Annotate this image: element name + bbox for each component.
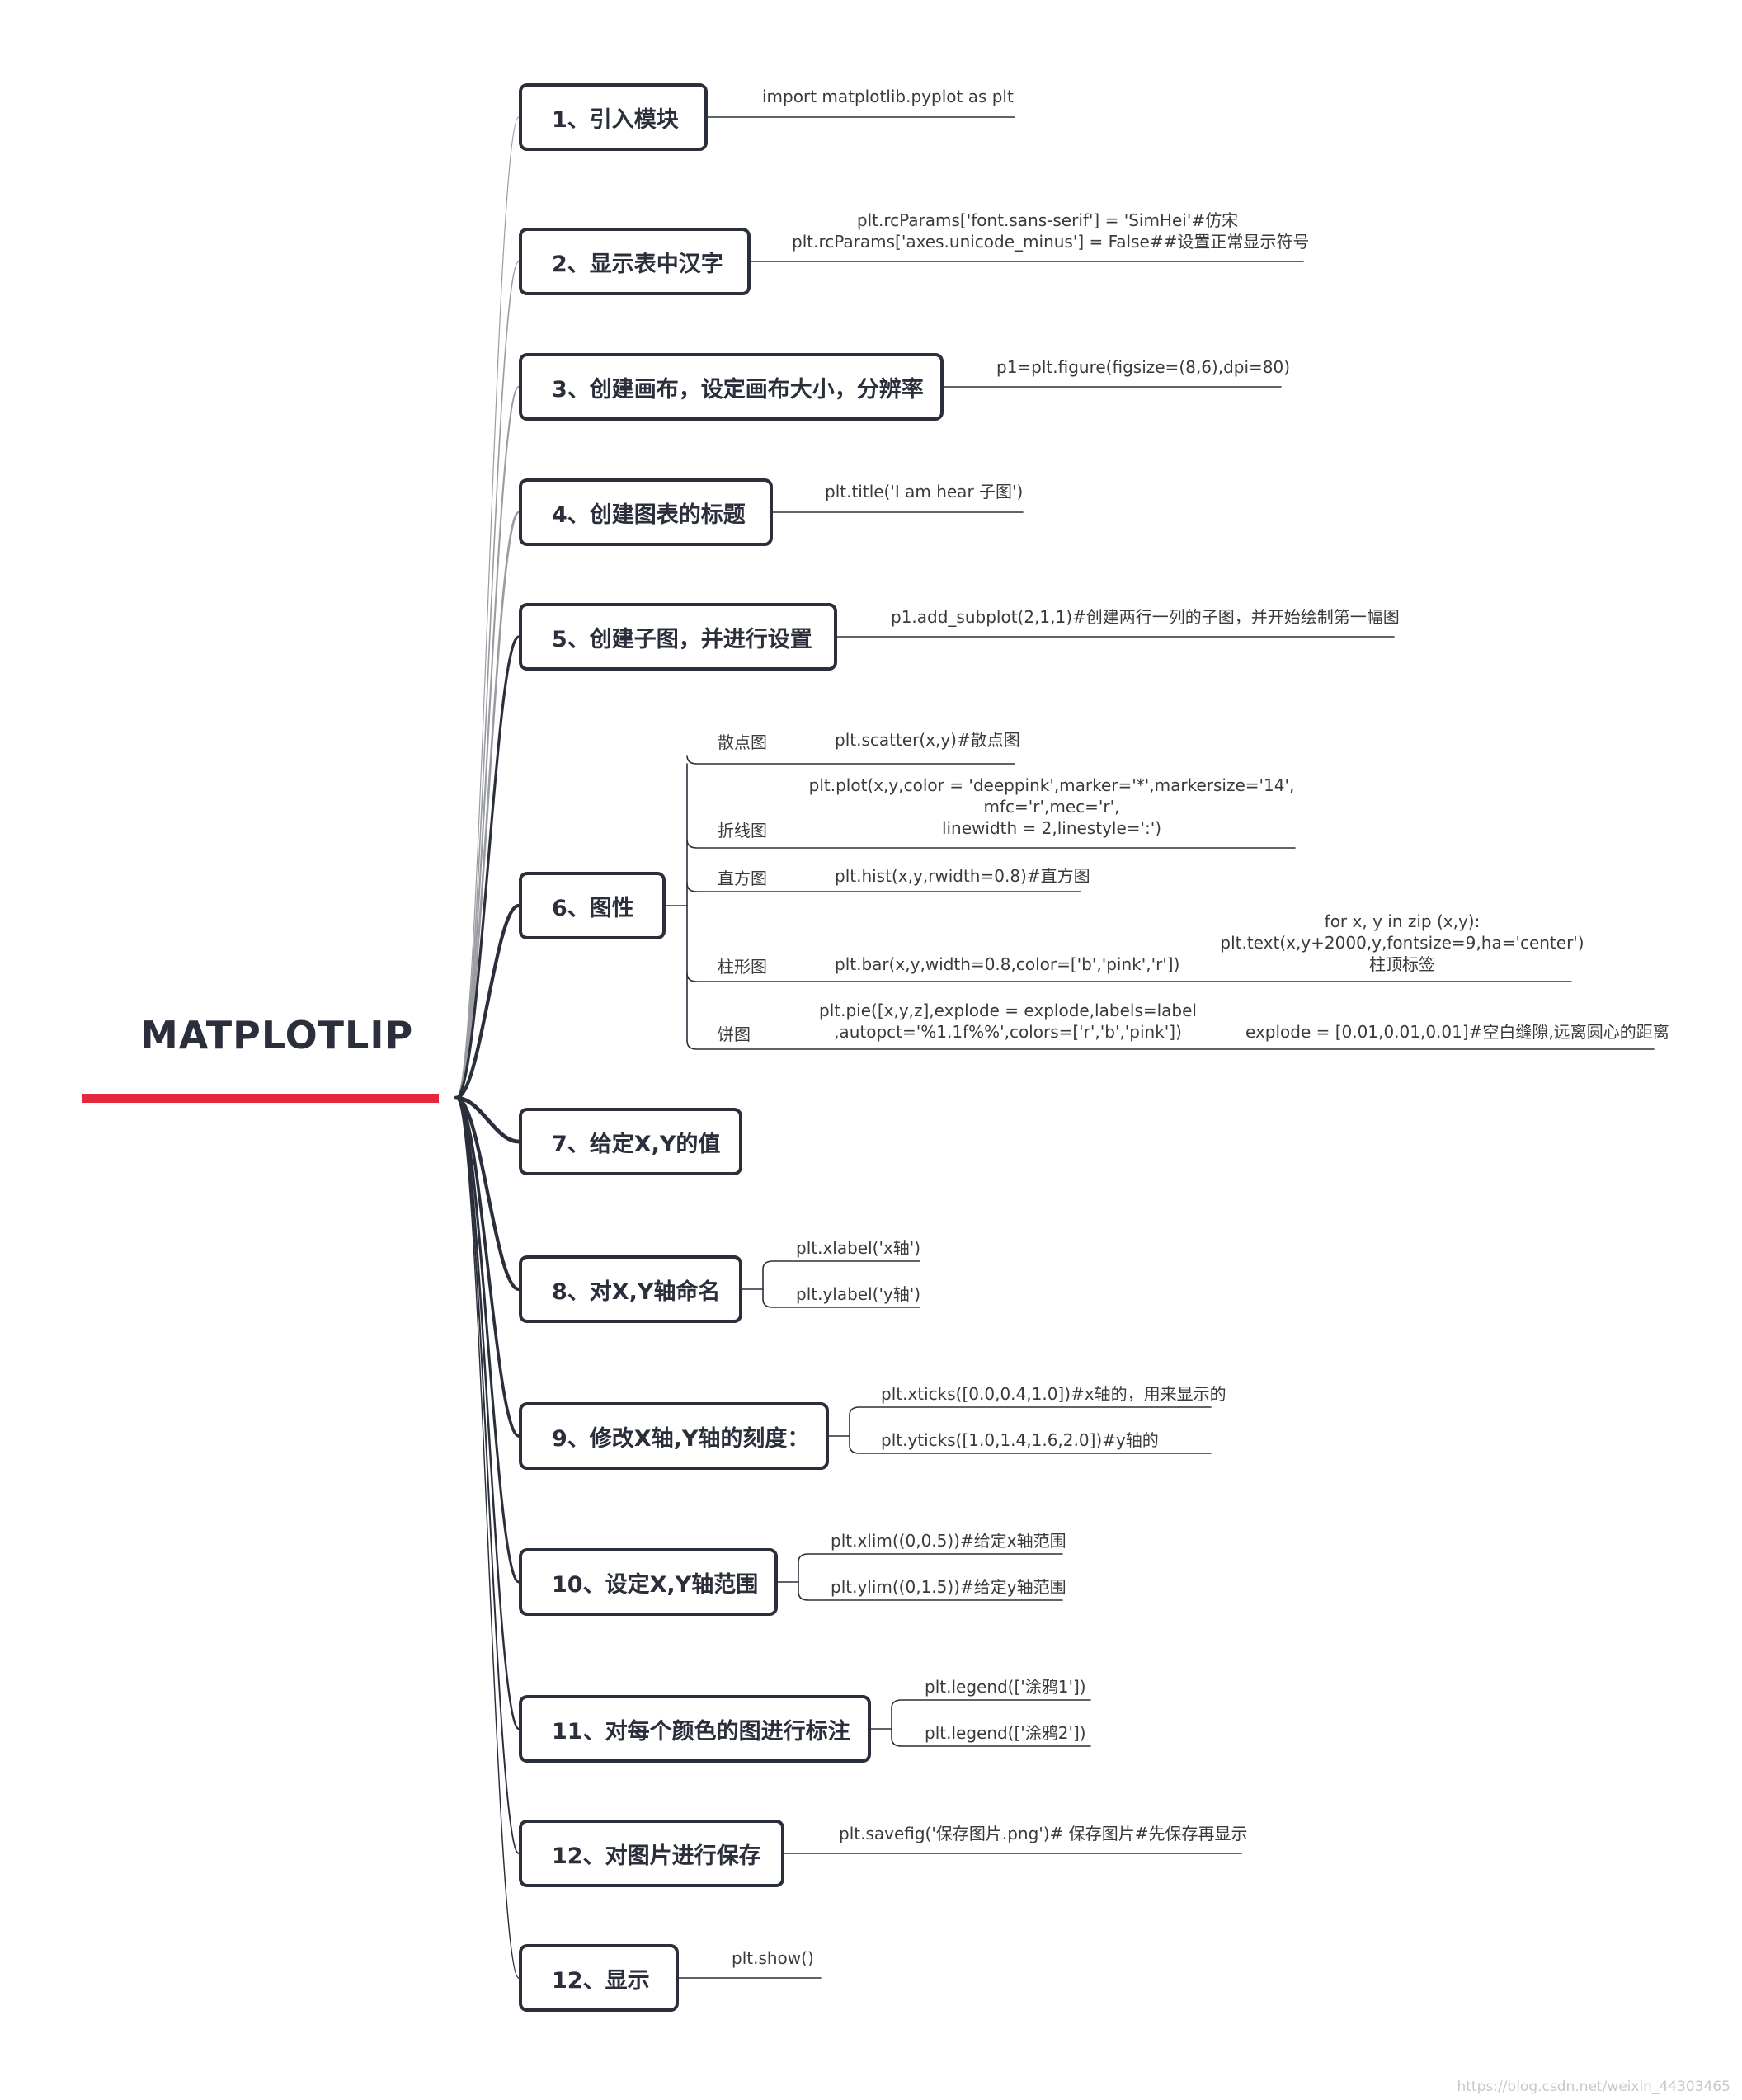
code-hist: plt.hist(x,y,rwidth=0.8)#直方图: [835, 866, 1090, 886]
node-label: 6、图性: [552, 895, 634, 921]
code-import: import matplotlib.pyplot as plt: [762, 87, 1014, 106]
branch-line-10: [454, 1096, 520, 1584]
code-bar: plt.bar(x,y,width=0.8,color=['b','pink',…: [835, 954, 1180, 974]
label-scatter: 散点图: [718, 732, 767, 752]
node6-leaf-line-3: [686, 883, 1081, 892]
node-label: 2、显示表中汉字: [552, 251, 723, 277]
code-savefig: plt.savefig('保存图片.png')# 保存图片#先保存再显示: [839, 1824, 1248, 1843]
branch-line-13: [455, 1097, 520, 1979]
pair-top-line-4: [891, 1699, 1091, 1730]
branch-line-4: [454, 511, 520, 1099]
node6-leaf-line-1: [686, 755, 1015, 765]
code-figure: p1=plt.figure(figsize=(8,6),dpi=80): [996, 357, 1291, 377]
node-label: 12、显示: [552, 1967, 650, 1994]
code-rcparams-minus: plt.rcParams['axes.unicode_minus'] = Fal…: [792, 232, 1310, 252]
branch-line-11: [454, 1096, 520, 1730]
code-ylabel: plt.ylabel('y轴'): [796, 1284, 921, 1304]
code-plot-3: linewidth = 2,linestyle=':'): [941, 818, 1162, 838]
watermark: https://blog.csdn.net/weixin_44303465: [1457, 2079, 1730, 2095]
node6-leaf-line-2: [686, 839, 1296, 849]
label-pie: 饼图: [718, 1024, 751, 1044]
pair-bottom-line-4: [891, 1728, 1091, 1747]
branch-line-9: [454, 1096, 520, 1438]
node-label: 8、对X,Y轴命名: [552, 1278, 721, 1305]
node6-leaf-line-4: [686, 972, 1572, 982]
pair-top-line-3: [798, 1553, 1063, 1583]
node-label: 9、修改X轴,Y轴的刻度：: [552, 1425, 810, 1452]
branch-line-6: [454, 903, 521, 1100]
root-title: MATPLOTLIP: [140, 1013, 414, 1057]
code-yticks: plt.yticks([1.0,1.4,1.6,2.0])#y轴的: [881, 1430, 1159, 1450]
node-label: 10、设定X,Y轴范围: [552, 1571, 759, 1598]
node-label: 5、创建子图，并进行设置: [552, 626, 812, 652]
code-scatter: plt.scatter(x,y)#散点图: [835, 730, 1020, 750]
node-7-set-xy[interactable]: 7、给定X,Y的值: [519, 1108, 742, 1175]
code-subplot: p1.add_subplot(2,1,1)#创建两行一列的子图，并开始绘制第一幅…: [891, 607, 1400, 627]
pair-bottom-line-1: [762, 1288, 920, 1308]
node-3-create-figure[interactable]: 3、创建画布，设定画布大小，分辨率: [519, 353, 944, 421]
branch-line-3: [454, 385, 520, 1099]
pair-bottom-line-3: [798, 1581, 1063, 1601]
code-legend-1: plt.legend(['涂鸦1']): [925, 1677, 1086, 1697]
label-hist: 直方图: [718, 869, 767, 888]
node-label: 12、对图片进行保存: [552, 1843, 761, 1869]
branch-line-7: [454, 1095, 521, 1144]
label-line: 折线图: [718, 821, 767, 840]
node-12-show[interactable]: 12、显示: [519, 1944, 679, 2012]
node-label: 7、给定X,Y的值: [552, 1131, 721, 1157]
node-4-chart-title[interactable]: 4、创建图表的标题: [519, 478, 773, 546]
code-plot-2: mfc='r',mec='r',: [983, 797, 1120, 817]
node-label: 11、对每个颜色的图进行标注: [552, 1718, 850, 1745]
note-bar-3: 柱顶标签: [1369, 954, 1435, 974]
node-10-axis-range[interactable]: 10、设定X,Y轴范围: [519, 1548, 778, 1616]
node-label: 4、创建图表的标题: [552, 501, 746, 528]
label-bar: 柱形图: [718, 957, 767, 977]
node-8-axis-labels[interactable]: 8、对X,Y轴命名: [519, 1255, 742, 1323]
node-11-legend[interactable]: 11、对每个颜色的图进行标注: [519, 1695, 871, 1763]
branch-line-8: [454, 1095, 521, 1292]
node-9-ticks[interactable]: 9、修改X轴,Y轴的刻度：: [519, 1402, 829, 1470]
node-label: 1、引入模块: [552, 106, 679, 133]
branch-line-5: [454, 635, 520, 1099]
note-pie: explode = [0.01,0.01,0.01]#空白缝隙,远离圆心的距离: [1245, 1022, 1669, 1042]
code-xlim: plt.xlim((0,0.5))#给定x轴范围: [831, 1531, 1066, 1551]
branch-line-2: [455, 261, 520, 1099]
node-1-import-module[interactable]: 1、引入模块: [519, 83, 708, 151]
note-bar-2: plt.text(x,y+2000,y,fontsize=9,ha='cente…: [1220, 933, 1584, 953]
pair-bottom-line-2: [849, 1435, 1212, 1454]
code-plot-1: plt.plot(x,y,color = 'deeppink',marker='…: [808, 775, 1295, 795]
code-legend-2: plt.legend(['涂鸦2']): [925, 1723, 1086, 1743]
branch-line-1: [455, 116, 520, 1099]
node-6-chart-types[interactable]: 6、图性: [519, 872, 666, 939]
code-pie-2: ,autopct='%1.1f%%',colors=['r','b','pink…: [834, 1022, 1182, 1042]
node6-leaf-line-5: [686, 1040, 1655, 1050]
code-pie-1: plt.pie([x,y,z],explode = explode,labels…: [819, 1001, 1197, 1020]
code-show: plt.show(): [732, 1948, 814, 1968]
code-xlabel: plt.xlabel('x轴'): [796, 1238, 921, 1258]
code-title: plt.title('I am hear 子图'): [825, 482, 1024, 501]
node-5-subplot[interactable]: 5、创建子图，并进行设置: [519, 603, 837, 671]
code-rcparams-font: plt.rcParams['font.sans-serif'] = 'SimHe…: [856, 210, 1239, 230]
node-12-save[interactable]: 12、对图片进行保存: [519, 1820, 784, 1887]
code-ylim: plt.ylim((0,1.5))#给定y轴范围: [831, 1577, 1066, 1597]
note-bar-1: for x, y in zip (x,y):: [1324, 911, 1481, 931]
pair-top-line-1: [762, 1260, 920, 1290]
root-underline: [82, 1094, 439, 1103]
branch-line-12: [455, 1097, 520, 1854]
node-2-chinese-display[interactable]: 2、显示表中汉字: [519, 228, 751, 295]
code-xticks: plt.xticks([0.0,0.4,1.0])#x轴的，用来显示的: [881, 1384, 1226, 1404]
node-label: 3、创建画布，设定画布大小，分辨率: [552, 376, 924, 403]
pair-top-line-2: [849, 1406, 1212, 1437]
